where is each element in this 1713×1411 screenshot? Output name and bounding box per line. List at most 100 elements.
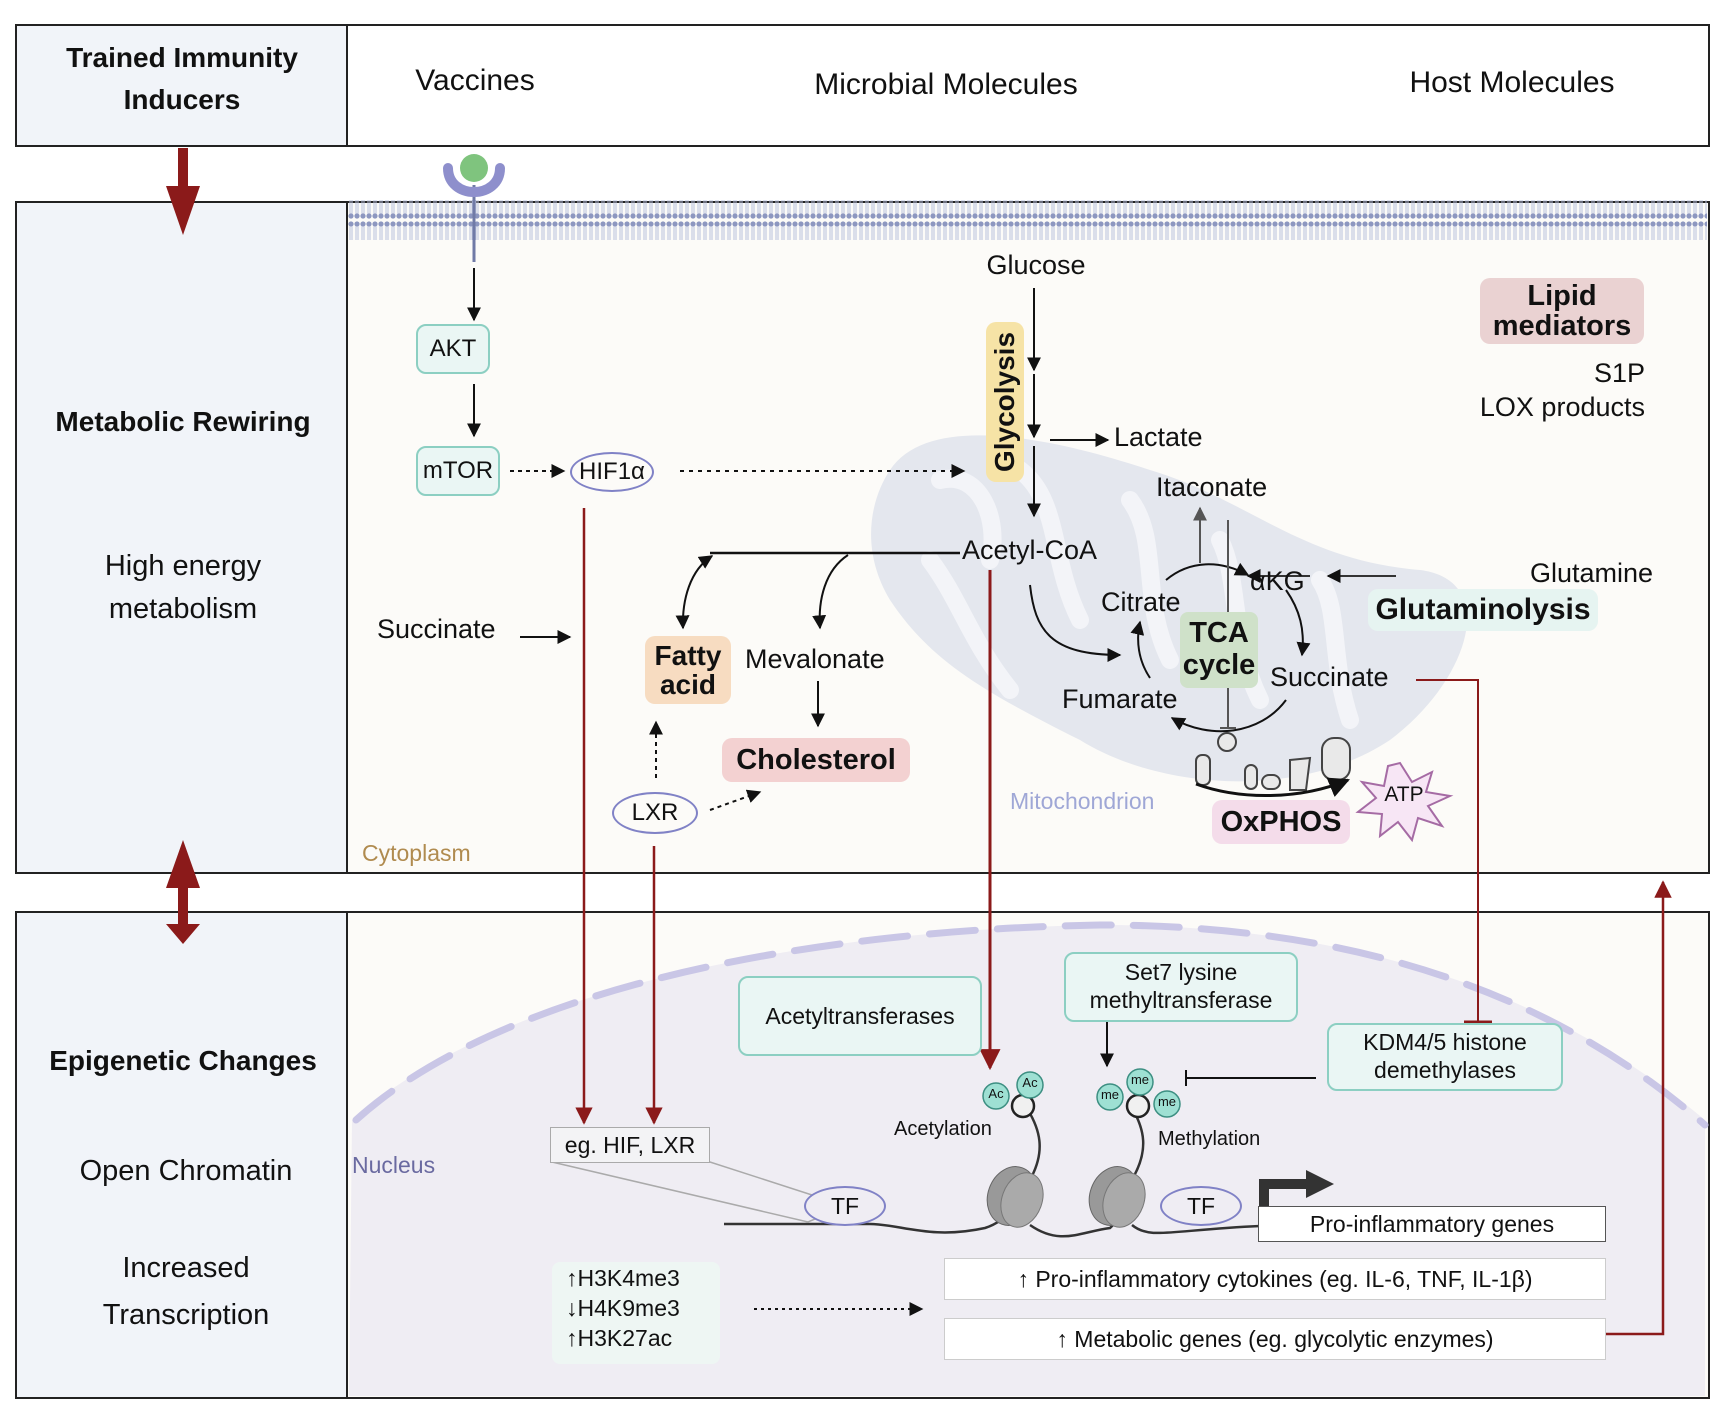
nucleosome-methylated-icon bbox=[1088, 1166, 1146, 1228]
ac-tag-2: Ac bbox=[1022, 1075, 1038, 1090]
cytoplasm-label: Cytoplasm bbox=[362, 840, 471, 866]
acetyl-mark bbox=[982, 1082, 1010, 1110]
cholesterol-badge: Cholesterol bbox=[722, 738, 910, 782]
mtor-node: mTOR bbox=[416, 446, 500, 496]
increased-transcription-label: Increased Transcription bbox=[103, 1252, 270, 1333]
akg-label: αKG bbox=[1250, 566, 1305, 596]
inducers-to-metabolic-arrow bbox=[166, 148, 200, 235]
increased-transcription-line2: Transcription bbox=[102, 1299, 270, 1332]
high-energy-line2: metabolism bbox=[108, 593, 258, 626]
mevalonate-label: Mevalonate bbox=[745, 644, 885, 674]
kdm-line2: demethylases bbox=[1374, 1057, 1516, 1083]
set7-box: Set7 lysine methyltransferase bbox=[1064, 952, 1298, 1022]
mitochondrion-label: Mitochondrion bbox=[1010, 788, 1155, 814]
me-tag-2: me bbox=[1130, 1072, 1150, 1087]
tf-example-box: eg. HIF, LXR bbox=[550, 1127, 710, 1163]
lipid-mediator-s1p: S1P bbox=[1593, 358, 1645, 388]
histone-mark: ↑H3K4me3 bbox=[566, 1265, 680, 1291]
akt-node: AKT bbox=[416, 324, 490, 374]
arrow-fumarate-citrate bbox=[1130, 620, 1151, 679]
methyl-mark bbox=[1096, 1083, 1124, 1111]
arrow-succinate-fumarate bbox=[1170, 699, 1287, 733]
epigenetic-label-panel bbox=[15, 911, 348, 1399]
high-energy-line1: High energy bbox=[104, 550, 262, 582]
arrow-akg-succinate bbox=[1285, 589, 1311, 657]
inducer-host-molecules: Host Molecules bbox=[1409, 66, 1615, 99]
metabolic-rewiring-title: Metabolic Rewiring bbox=[55, 406, 311, 437]
arrow-citrate-akg bbox=[1165, 562, 1250, 581]
succinate-mito-label: Succinate bbox=[1270, 662, 1389, 692]
metabolic-epigenetic-bidirectional-arrow bbox=[166, 840, 200, 944]
tca-line1: TCA bbox=[1189, 617, 1249, 650]
glycolysis-badge: Glycolysis bbox=[986, 322, 1024, 482]
open-chromatin-label: Open Chromatin bbox=[79, 1155, 293, 1187]
histone-tail-methyl-site bbox=[1125, 1093, 1151, 1119]
methylation-label: Methylation bbox=[1158, 1128, 1261, 1150]
acetylation-label: Acetylation bbox=[894, 1118, 992, 1140]
set7-line1: Set7 lysine bbox=[1124, 959, 1238, 986]
lipid-mediators-badge: Lipid mediators bbox=[1480, 278, 1644, 344]
fumarate-label: Fumarate bbox=[1062, 684, 1178, 714]
inducer-vaccines: Vaccines bbox=[415, 64, 535, 97]
atp-label: ATP bbox=[1384, 783, 1424, 806]
fatty-acid-line2: acid bbox=[659, 669, 717, 700]
acetyl-coa-label: Acetyl-CoA bbox=[962, 535, 1098, 565]
kdm-line1: KDM4/5 histone bbox=[1363, 1029, 1527, 1056]
lipid-mediator-lox: LOX products bbox=[1479, 392, 1645, 422]
itaconate-label: Itaconate bbox=[1156, 472, 1268, 502]
nucleosome-acetylated-icon bbox=[986, 1166, 1044, 1228]
inducers-row-label-line1: Trained Immunity bbox=[66, 42, 298, 73]
lipid-mediators-line2: mediators bbox=[1492, 310, 1632, 342]
lxr-node: LXR bbox=[612, 792, 698, 834]
oxphos-badge: OxPHOS bbox=[1212, 800, 1350, 844]
glycolysis-label: Glycolysis bbox=[989, 331, 1020, 473]
pro-inflammatory-genes-box: Pro-inflammatory genes bbox=[1258, 1206, 1606, 1242]
acetyl-mark bbox=[1016, 1071, 1044, 1099]
arrow-lxr-cholesterol bbox=[709, 789, 762, 811]
succinate-signal-label: Succinate bbox=[377, 614, 496, 644]
citrate-label: Citrate bbox=[1101, 587, 1181, 617]
receptor-icon bbox=[443, 154, 505, 262]
inducer-microbial-molecules: Microbial Molecules bbox=[814, 68, 1078, 101]
increased-transcription-line1: Increased bbox=[122, 1252, 250, 1284]
ac-tag-1: Ac bbox=[988, 1086, 1004, 1101]
tf-node-left: TF bbox=[804, 1186, 886, 1226]
high-energy-metabolism-label: High energy metabolism bbox=[105, 550, 261, 627]
methyl-mark bbox=[1153, 1090, 1181, 1118]
outcome-cytokines: ↑ Pro-inflammatory cytokines (eg. IL-6, … bbox=[944, 1258, 1606, 1300]
tf-node-right: TF bbox=[1160, 1186, 1242, 1226]
glutamine-label: Glutamine bbox=[1530, 558, 1654, 588]
me-tag-1: me bbox=[1100, 1087, 1120, 1102]
cell-membrane bbox=[348, 199, 1707, 243]
kdm-box: KDM4/5 histone demethylases bbox=[1327, 1023, 1563, 1091]
nuclear-envelope bbox=[352, 921, 1709, 1129]
acetyltransferases-box: Acetyltransferases bbox=[738, 976, 982, 1056]
arrow-fatty-acid bbox=[675, 555, 714, 630]
glucose-label: Glucose bbox=[986, 250, 1086, 280]
histone-marks-list: ↑H3K4me3 ↓H4K9me3 ↑H3K27ac bbox=[552, 1262, 720, 1364]
inducers-panel bbox=[346, 24, 1710, 147]
atp-starburst-icon bbox=[1355, 761, 1454, 843]
metabolic-label-panel bbox=[15, 201, 348, 874]
outcome-metabolic-genes: ↑ Metabolic genes (eg. glycolytic enzyme… bbox=[944, 1318, 1606, 1360]
lactate-label: Lactate bbox=[1114, 422, 1203, 452]
hif1a-node: HIF1α bbox=[570, 452, 654, 492]
lipid-mediators-line1: Lipid bbox=[1527, 279, 1597, 312]
glutaminolysis-badge: Glutaminolysis bbox=[1368, 589, 1598, 631]
nucleus-label: Nucleus bbox=[352, 1152, 436, 1178]
arrow-oxphos bbox=[1195, 777, 1350, 798]
inducers-label-panel bbox=[15, 24, 348, 147]
set7-line2: methyltransferase bbox=[1089, 987, 1273, 1013]
fatty-acid-badge: Fatty acid bbox=[645, 636, 731, 704]
me-tag-3: me bbox=[1157, 1094, 1177, 1109]
tca-line2: cycle bbox=[1182, 649, 1256, 681]
inducers-row-label: Trained Immunity Inducers bbox=[66, 42, 298, 116]
arrow-mevalonate bbox=[812, 554, 849, 630]
epigenetic-changes-title: Epigenetic Changes bbox=[49, 1045, 317, 1076]
histone-mark: ↑H3K27ac bbox=[566, 1324, 673, 1351]
tca-cycle-badge: TCA cycle bbox=[1180, 612, 1258, 688]
methyl-mark bbox=[1126, 1068, 1154, 1096]
inducers-row-label-line2: Inducers bbox=[123, 84, 241, 116]
arrow-acetylcoa-tca bbox=[1029, 584, 1122, 662]
